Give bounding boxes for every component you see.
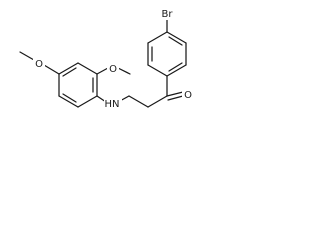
label-bg: [157, 6, 177, 20]
bond-c-o: [96, 67, 109, 75]
molecule-diagram: Br O HN O O: [19, 6, 194, 110]
bond-c-o: [166, 91, 184, 97]
bond-c-o: [43, 64, 60, 75]
double-bond-inner: [62, 67, 77, 77]
bond-o-ch3: [117, 67, 131, 75]
atom-labels: Br O HN O O: [33, 6, 194, 110]
label-bg: [33, 57, 45, 71]
bond: [166, 64, 187, 77]
double-bond-inner: [62, 93, 77, 103]
bond: [166, 31, 187, 44]
bond: [58, 95, 79, 108]
bond: [147, 31, 168, 44]
bond: [77, 95, 98, 108]
bond-c-o-double: [167, 95, 184, 101]
molecule-structure-canvas: Br O HN O O: [0, 0, 224, 138]
double-bond-inner: [168, 36, 183, 46]
bond-o-ch3: [19, 51, 35, 61]
methoxy-oxygen-label: O: [109, 64, 117, 75]
label-bg: [182, 88, 194, 102]
dimethoxyphenyl-ring: [19, 51, 131, 108]
propanone-chain: [96, 75, 184, 108]
label-bg: [107, 62, 119, 76]
ketone-oxygen-label: O: [184, 90, 192, 101]
bromophenyl-ring: [147, 19, 187, 77]
label-bg: [104, 96, 122, 110]
bond: [58, 62, 79, 75]
bromine-label: Br: [162, 9, 174, 20]
bond: [147, 64, 168, 77]
methoxy-oxygen-label: O: [35, 59, 43, 70]
double-bond-inner: [168, 62, 183, 72]
bond: [147, 95, 168, 108]
bond: [128, 95, 149, 108]
amine-nh-label: HN: [105, 99, 120, 110]
bond: [77, 62, 98, 75]
